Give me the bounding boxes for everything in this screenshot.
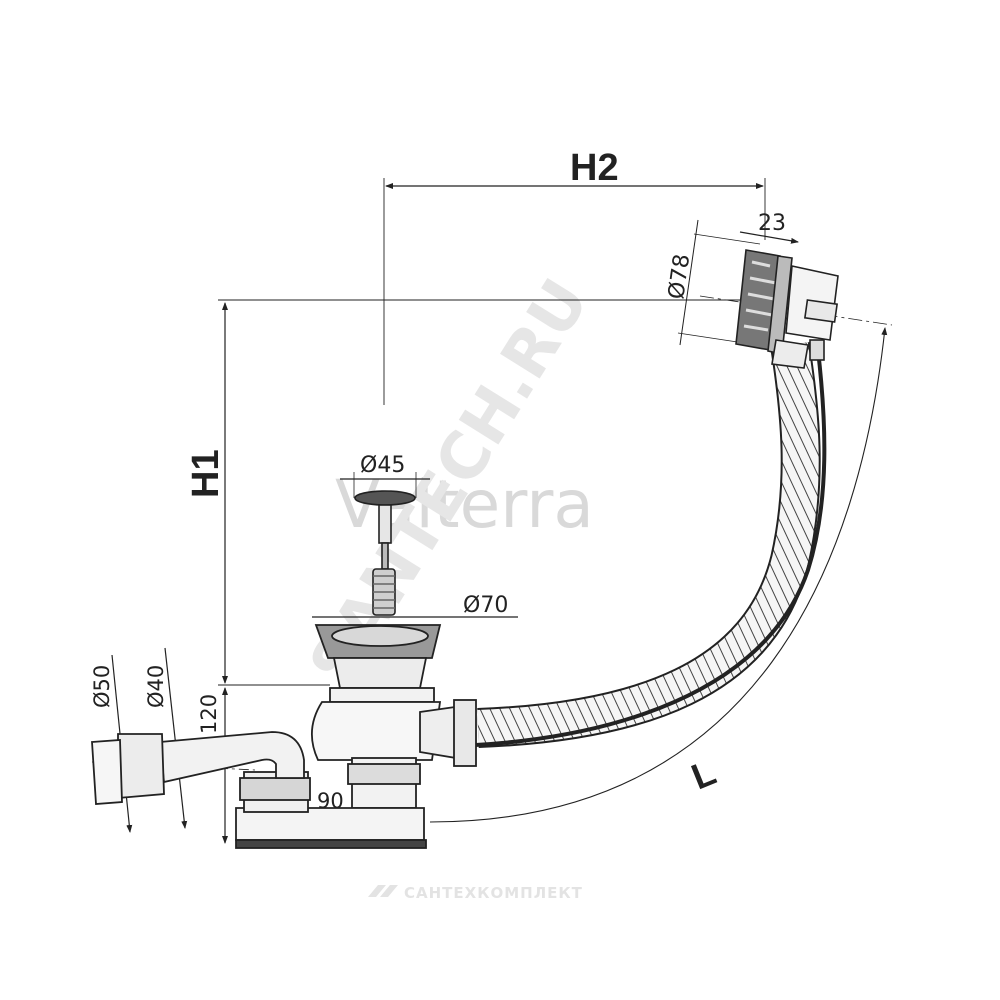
overflow-center-line <box>699 295 893 326</box>
outlet-pipe <box>91 731 305 805</box>
trap-base-bottom <box>235 839 427 849</box>
plug-rod <box>381 542 389 570</box>
outlet-coupling <box>117 733 165 799</box>
drain-collar <box>332 657 428 689</box>
overflow-depth-line <box>739 231 799 244</box>
overflow-ext-bottom <box>677 332 745 344</box>
h1-label: H1 <box>185 449 227 498</box>
footer-text: САНТЕХКОМПЛЕКТ <box>404 884 583 902</box>
hose-corrugation <box>477 342 819 746</box>
overflow-depth-label: 23 <box>758 211 786 236</box>
plug-spring-coils <box>373 575 395 609</box>
overflow-ext-top <box>693 233 761 245</box>
length-arc <box>429 327 888 823</box>
overflow-cable-nut <box>809 339 825 361</box>
left-nut <box>239 777 311 801</box>
trap-height-label: 120 <box>197 694 221 734</box>
outlet-end-pipe <box>91 739 123 805</box>
footer-logo-icon <box>368 885 398 897</box>
overflow-dim-line <box>679 219 699 346</box>
lower-nut <box>347 763 421 785</box>
plug-cap <box>354 490 416 506</box>
outlet-inner-label: Ø40 <box>144 665 168 708</box>
plug-stem <box>378 504 392 544</box>
length-label: L <box>686 751 722 797</box>
overflow-assembly <box>735 249 839 369</box>
outlet-outer-label: Ø50 <box>90 665 114 708</box>
overflow-neck <box>771 339 809 369</box>
flexible-hose <box>391 341 827 749</box>
overflow-diameter-label: Ø78 <box>664 252 695 300</box>
outlet-elbow <box>159 731 305 784</box>
h2-label: H2 <box>570 147 619 189</box>
plug-assembly <box>354 490 416 616</box>
plug-diameter-label: Ø45 <box>360 453 405 478</box>
overflow-cover-ribs <box>743 260 777 332</box>
overflow-clip <box>803 299 839 323</box>
drain-grate <box>331 625 429 647</box>
footer-watermark: САНТЕХКОМПЛЕКТ <box>368 884 583 902</box>
chain-cable <box>391 349 827 749</box>
flange-diameter-label: Ø70 <box>463 593 508 618</box>
drain-nut <box>329 687 435 703</box>
hose-nut <box>453 699 477 767</box>
outlet-inner-dim-line <box>164 647 188 829</box>
